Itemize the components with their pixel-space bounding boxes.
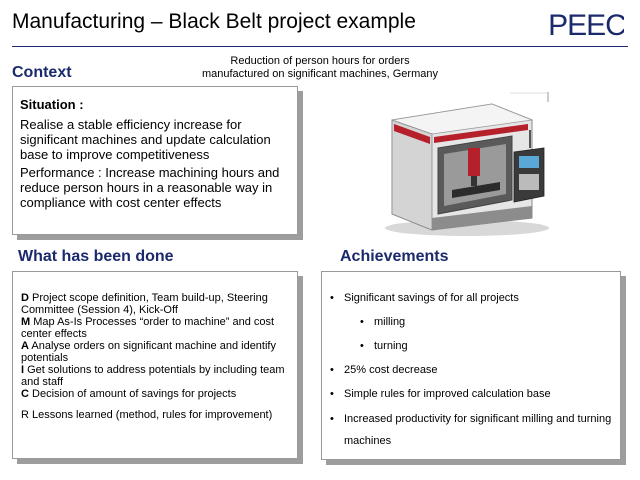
achievement-item: •Simple rules for improved calculation b… — [330, 388, 551, 400]
achievements-box: •Significant savings of for all projects… — [321, 271, 621, 460]
context-box: Situation : Realise a stable efficiency … — [12, 86, 298, 235]
caption-line-2: manufactured on significant machines, Ge… — [201, 68, 438, 80]
situation-label: Situation : — [20, 97, 84, 112]
achievements-heading: Achievements — [340, 248, 449, 265]
what-has-been-done-box: D Project scope definition, Team build-u… — [12, 271, 298, 459]
performance-text: Performance : Increase machining hours a… — [20, 165, 280, 210]
caption-line-1: Reduction of person hours for orders — [230, 55, 410, 67]
achievement-item: • 25% cost decrease — [330, 364, 438, 376]
dmaic-step-c: C Decision of amount of savings for proj… — [21, 388, 237, 400]
dmaic-step-i: I Get solutions to address potentials by… — [21, 364, 285, 388]
context-heading: Context — [12, 64, 72, 81]
lessons-learned: R Lessons learned (method, rules for imp… — [21, 409, 273, 421]
svg-text:PEEC: PEEC — [550, 9, 624, 40]
achievement-item: •Significant savings of for all projects — [330, 292, 519, 304]
dmaic-step-a: A Analyse orders on significant machine … — [21, 340, 276, 364]
title-divider — [12, 46, 628, 47]
page-title: Manufacturing – Black Belt project examp… — [12, 10, 416, 33]
dmaic-step-m: M Map As-Is Processes “order to machine”… — [21, 316, 275, 340]
achievement-sub-item: •milling — [360, 316, 406, 328]
cnc-machine-illustration — [385, 92, 549, 236]
achievement-item: •Increased productivity for significant … — [330, 413, 612, 447]
achievement-sub-item: •turning — [360, 340, 408, 352]
peec-logo: PEEC — [550, 9, 624, 40]
what-has-been-done-heading: What has been done — [18, 248, 174, 265]
dmaic-step-d: D Project scope definition, Team build-u… — [21, 292, 268, 316]
situation-text: Realise a stable efficiency increase for… — [20, 117, 271, 162]
image-caption: Reduction of person hours for orders man… — [150, 55, 490, 81]
